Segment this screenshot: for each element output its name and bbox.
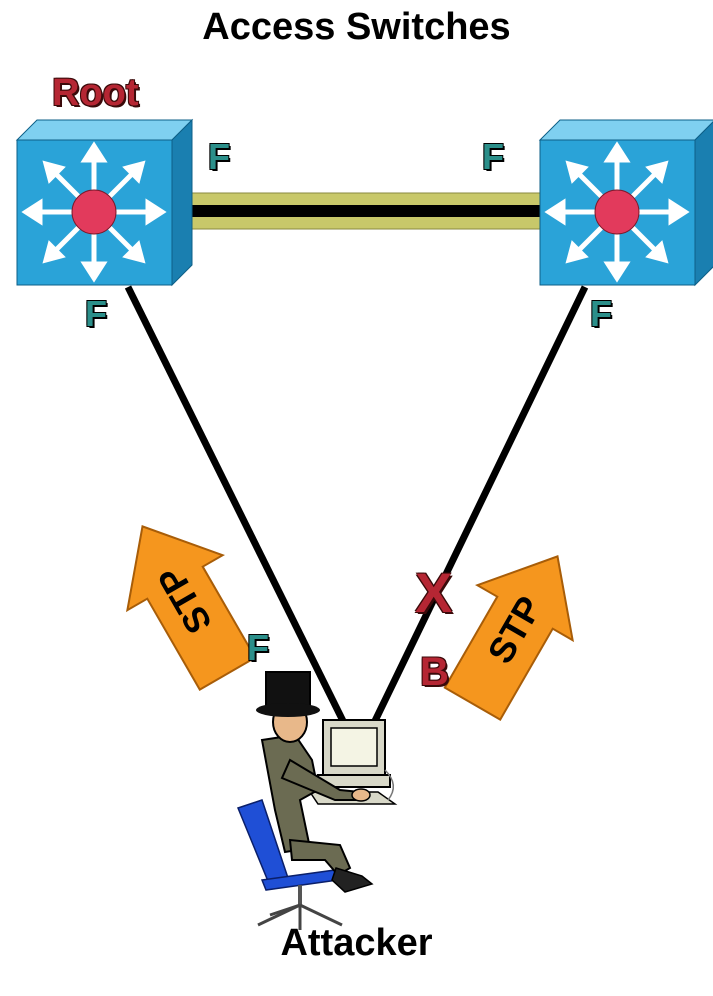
port-attacker-left: F <box>247 627 269 668</box>
root-label: Root <box>52 72 139 114</box>
port-left-bottom: F <box>85 293 107 334</box>
blocked-mark: X <box>415 561 453 624</box>
trunk-link <box>187 192 545 230</box>
left-link <box>124 285 349 727</box>
port-right-top: F <box>482 136 504 177</box>
diagram-title: Access Switches <box>202 6 511 48</box>
right-switch-icon <box>538 119 713 287</box>
port-left-top: F <box>208 136 230 177</box>
right-link <box>369 285 589 727</box>
port-attacker-right: B <box>420 650 449 694</box>
left-switch-icon <box>15 118 194 287</box>
attacker-label: Attacker <box>280 922 433 964</box>
port-right-bottom: F <box>590 293 612 334</box>
attacker-icon <box>237 671 398 930</box>
